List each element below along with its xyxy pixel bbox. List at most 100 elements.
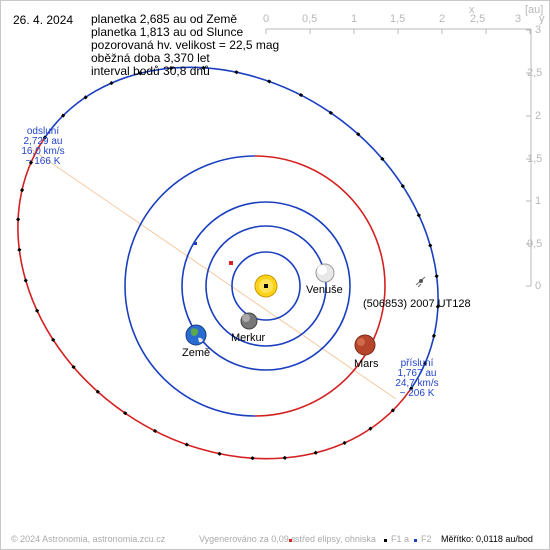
- orbit-interval-point: [71, 364, 76, 370]
- mercury-planet: [240, 312, 258, 330]
- earth-orbit: [181, 201, 351, 371]
- orbit-interval-point: [250, 456, 255, 461]
- orbit-interval-point: [313, 450, 318, 455]
- legend-center-marker: [289, 539, 292, 542]
- orbit-interval-point: [169, 66, 174, 71]
- aphelion-title: odsluní: [26, 126, 60, 137]
- footer-legend-f2: F2: [421, 534, 432, 544]
- info-magnitude: pozorovaná hv. velikost = 22,5 mag: [91, 38, 280, 52]
- orbit-interval-point: [234, 70, 239, 75]
- venus-label: Venuše: [306, 284, 343, 296]
- orbit-interval-point: [61, 113, 66, 118]
- sun: [254, 274, 278, 298]
- orbit-interval-point: [83, 95, 88, 100]
- legend-f2-marker: [414, 539, 417, 542]
- y-tick-3: 1,5: [527, 153, 543, 165]
- x-tick-4: 2: [439, 13, 446, 25]
- info-earth-distance: planetka 2,685 au od Země: [91, 12, 238, 26]
- aphelion-speed: 16,0 km/s: [21, 146, 65, 157]
- orbit-interval-point: [184, 442, 189, 447]
- info-sun-distance: planetka 1,813 au od Slunce: [91, 25, 244, 39]
- mars-orbit-red: [254, 155, 386, 417]
- orbit-interval-point: [23, 278, 28, 283]
- footer-scale: Měřítko: 0,0118 au/bod: [441, 534, 533, 544]
- orbit-interval-point: [217, 451, 222, 456]
- perihelion-speed: 24,7 km/s: [395, 378, 439, 389]
- mars-planet: [354, 334, 376, 356]
- y-axis-label: y: [539, 13, 545, 25]
- orbit-interval-point: [434, 274, 439, 279]
- orbit-interval-point: [138, 71, 143, 76]
- mars-orbit-blue: [124, 155, 256, 417]
- y-tick-5: 0,5: [527, 238, 543, 250]
- aphelion-temp: ~ 166 K: [25, 156, 61, 167]
- focus-f2-marker: [194, 242, 197, 245]
- x-tick-2: 1: [351, 13, 358, 25]
- orbit-interval-point: [298, 92, 304, 98]
- ellipse-center-marker: [229, 261, 233, 265]
- orbit-interval-point: [416, 213, 421, 218]
- orbit-interval-point: [380, 156, 385, 162]
- x-axis-label: x: [469, 4, 475, 16]
- orbit-interval-point: [422, 361, 428, 366]
- earth-planet: [185, 324, 207, 346]
- asteroid-info-block: planetka 2,685 au od Země planetka 1,813…: [91, 13, 279, 78]
- orbit-interval-point: [28, 160, 34, 165]
- orbit-interval-point: [390, 408, 395, 413]
- orbit-interval-point: [109, 81, 114, 86]
- y-tick-0: 3: [535, 24, 542, 36]
- venus-orbit: [205, 225, 327, 347]
- earth-label: Země: [182, 347, 211, 359]
- orbit-interval-point: [328, 110, 333, 115]
- orbit-interval-point: [356, 132, 361, 137]
- info-point-interval: interval bodů 30,8 dnů: [91, 64, 210, 78]
- mars-label: Mars: [354, 358, 379, 370]
- orbit-interval-point: [409, 386, 414, 391]
- footer-copyright: © 2024 Astronomia, astronomia.zcu.cz: [11, 534, 166, 544]
- orbit-interval-point: [51, 337, 56, 342]
- y-axis: [526, 29, 532, 287]
- footer-legend-center: střed elipsy, ohniska: [295, 534, 376, 544]
- y-tick-6: 0: [535, 280, 542, 292]
- x-tick-0: 0: [263, 13, 270, 25]
- mercury-orbit: [231, 251, 301, 321]
- aphelion-distance: 2,729 au: [23, 136, 63, 147]
- mercury-label: Merkur: [231, 332, 266, 344]
- orbit-interval-point: [267, 79, 272, 84]
- footer-legend-f1: F1 a: [391, 534, 410, 544]
- x-axis: [265, 28, 531, 34]
- legend-f1-marker: [384, 539, 387, 542]
- orbit-interval-point: [400, 184, 405, 189]
- perihelion-label: přísluní 1,767 au 24,7 km/s ~ 206 K: [389, 359, 445, 399]
- orbit-interval-point: [282, 455, 287, 460]
- orbit-interval-point: [19, 188, 25, 193]
- orbit-interval-point: [42, 135, 47, 140]
- info-period: oběžná doba 3,370 let: [91, 51, 210, 65]
- orbit-interval-point: [95, 389, 100, 394]
- orbit-interval-point: [17, 247, 22, 252]
- date-label: 26. 4. 2024: [13, 13, 74, 27]
- x-tick-5: 2,5: [470, 13, 486, 25]
- venus-planet: [315, 263, 335, 283]
- perihelion-temp: ~ 206 K: [399, 388, 435, 399]
- orbit-interval-point: [123, 411, 128, 416]
- axis-unit-label: [au]: [525, 4, 544, 16]
- orbit-interval-point: [201, 65, 206, 70]
- orbit-interval-point: [428, 243, 433, 248]
- x-tick-6: 3: [515, 13, 522, 25]
- x-tick-3: 1,5: [390, 13, 406, 25]
- asteroid-position-marker: [415, 276, 426, 288]
- x-tick-1: 0,5: [302, 13, 318, 25]
- orbit-interval-point: [368, 426, 373, 431]
- perihelion-distance: 1,767 au: [397, 368, 437, 379]
- asteroid-name-label: (506853) 2007 UT128: [363, 298, 471, 310]
- orbit-interval-point: [35, 308, 40, 313]
- apsides-line: [30, 148, 397, 400]
- y-tick-2: 2: [535, 110, 542, 122]
- orbit-interval-point: [431, 333, 437, 338]
- orbit-interval-point: [342, 440, 347, 445]
- orbit-interval-point: [16, 217, 21, 222]
- aphelion-label: odsluní 2,729 au 16,0 km/s ~ 166 K: [15, 127, 71, 167]
